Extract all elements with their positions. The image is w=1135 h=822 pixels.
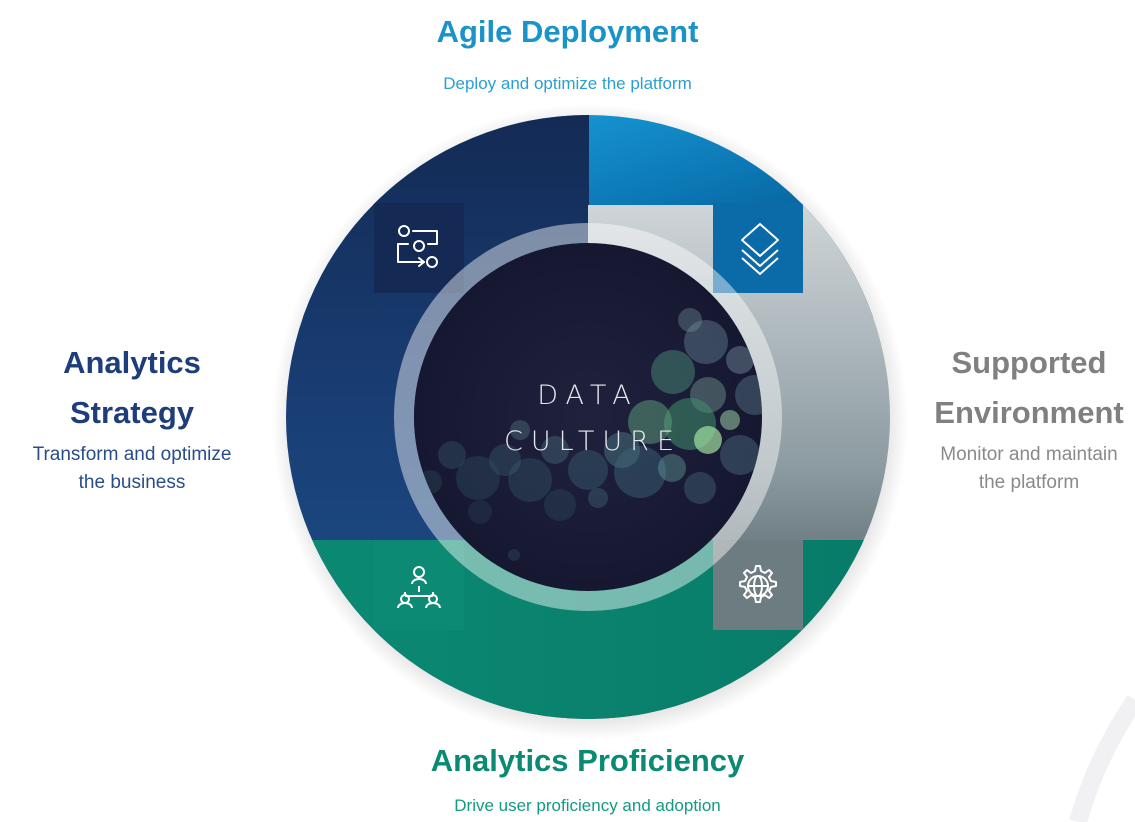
strategy-tile (374, 203, 464, 293)
center-label-line2: CULTURE (504, 426, 682, 457)
analytics-strategy-title-line2: Strategy (69, 395, 195, 430)
supported-environment-description-line2: the platform (978, 472, 1080, 493)
workflow-icon (397, 225, 438, 268)
analytics-proficiency-title: Analytics Proficiency (430, 743, 745, 778)
analytics-proficiency-description: Drive user proficiency and adoption (454, 796, 721, 815)
agile-deployment-title: Agile Deployment (436, 14, 699, 49)
decorative-arc (1069, 695, 1135, 822)
analytics-strategy-title: Analytics Strategy (12, 338, 252, 438)
analytics-strategy-description-line2: the business (78, 472, 186, 493)
core-circle (414, 243, 762, 591)
analytics-strategy-description-line1: Transform and optimize (32, 444, 232, 465)
layers-icon (741, 223, 779, 275)
analytics-strategy-description: Transform and optimize the business (12, 441, 252, 497)
supported-environment-title: Supported Environment (916, 338, 1135, 438)
analytics-strategy-title-line1: Analytics (63, 345, 201, 380)
gear-globe-icon (739, 565, 777, 603)
agile-tile (713, 203, 803, 293)
supported-environment-title-line2: Environment (934, 395, 1124, 430)
org-chart-icon (397, 566, 441, 609)
supported-environment-description-line1: Monitor and maintain (940, 444, 1118, 465)
proficiency-tile (374, 540, 464, 630)
supported-environment-description: Monitor and maintain the platform (916, 441, 1135, 497)
inner-ring (394, 223, 782, 611)
center-label-line1: DATA (537, 380, 639, 411)
supported-environment-title-line1: Supported (951, 345, 1107, 380)
agile-deployment-description: Deploy and optimize the platform (443, 74, 692, 93)
